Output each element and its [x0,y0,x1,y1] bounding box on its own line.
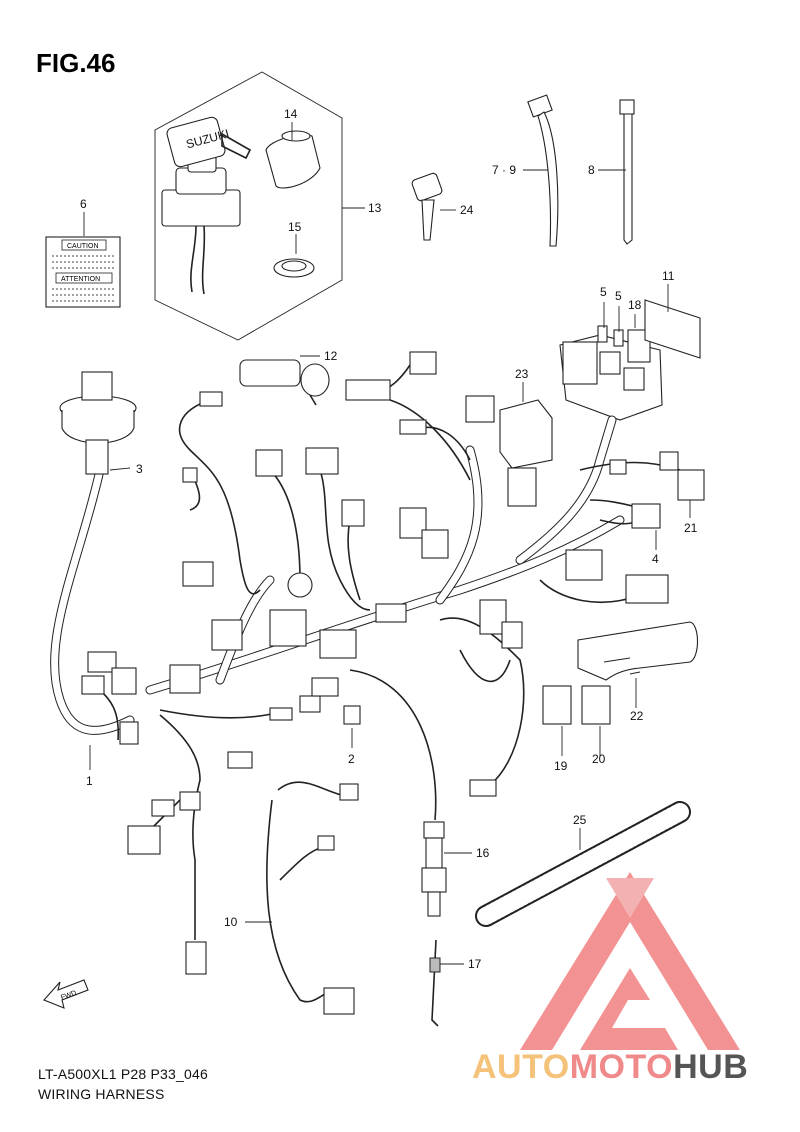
label-4: 4 [652,552,659,566]
label-12: 12 [324,349,338,363]
attention-text: ATTENTION [61,276,100,283]
key-blank [411,172,443,241]
label-23: 23 [515,367,529,381]
model-code: LT-A500XL1 P28 P33_046 [38,1066,208,1082]
fuse-box-assembly [499,299,701,469]
main-connector [59,371,137,475]
label-7-9: 7 · 9 [492,163,516,177]
caution-text: CAUTION [67,243,99,250]
label-3: 3 [136,462,143,476]
label-2: 2 [348,752,355,766]
figure-title: FIG.46 [36,48,116,78]
label-11: 11 [662,269,675,283]
label-25: 25 [573,813,587,827]
label-14: 14 [284,107,298,121]
label-17: 17 [468,957,482,971]
harness-connectors [81,351,705,975]
label-8: 8 [588,163,595,177]
watermark-part1: AUTO [472,1048,570,1086]
leader-lines [83,122,691,965]
main-harness [50,415,625,735]
sensor-assembly [421,821,447,1027]
label-18: 18 [628,298,642,312]
small-parts [343,621,699,725]
label-10: 10 [224,915,238,929]
fwd-arrow-icon: FWD [43,979,89,1009]
label-19: 19 [554,759,568,773]
cable-ties [527,94,635,247]
label-20: 20 [592,752,606,766]
label-24: 24 [460,203,474,217]
label-5b: 5 [615,289,622,303]
label-16: 16 [476,846,490,860]
corrugated-conduit [475,801,691,927]
label-15: 15 [288,220,302,234]
label-6: 6 [80,197,87,211]
part-labels: 1 2 3 4 5 5 6 7 · 9 8 10 11 12 13 14 15 … [80,107,698,971]
harness-branches [99,364,681,940]
watermark-part2: MOTO [569,1048,674,1086]
label-22: 22 [630,709,644,723]
watermark-part3: HUB [673,1048,749,1086]
ignition-switch-kit: SUZUKI [154,71,343,341]
watermark-text: AUTOMOTOHUB [472,1048,748,1087]
diagram-caption: WIRING HARNESS [38,1086,165,1102]
label-13: 13 [368,201,382,215]
accessory-socket [239,359,330,406]
sub-harness [266,781,359,1015]
label-21: 21 [684,521,698,535]
caution-decal: CAUTION ATTENTION [45,236,121,308]
label-1: 1 [86,774,93,788]
label-5a: 5 [600,285,607,299]
watermark-logo-icon [520,872,740,1050]
